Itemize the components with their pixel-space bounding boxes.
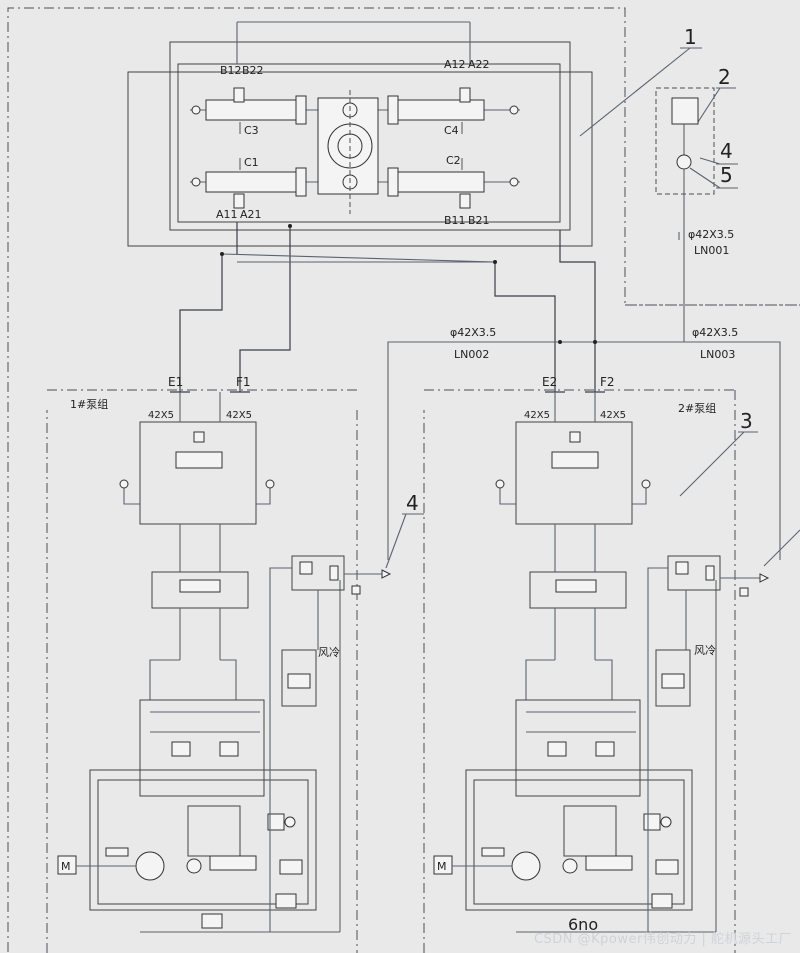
port-b22: B22 [242,64,264,77]
aircool2-label: 风冷 [694,644,716,657]
cooler-1: 风冷 [269,555,392,932]
callout-4-top: 4 [720,139,733,163]
motor1-label: M [61,860,71,873]
unit1-size-left: 42X5 [148,410,174,421]
ln003-label: LN003 [700,348,735,361]
port-a11: A11 [216,208,238,221]
callout-5: 5 [720,163,733,187]
ln003-size: φ42X3.5 [692,326,738,339]
pump-unit-1: M [57,392,341,933]
port-f2: F2 [600,375,615,389]
steering-gear-block [127,21,593,247]
port-c2: C2 [446,154,461,167]
pipe-routing [170,222,781,560]
port-e2: E2 [542,375,557,389]
upper-cylinder [190,87,520,125]
port-a22: A22 [468,58,490,71]
motor2-label: M [437,860,447,873]
port-labels: B12 B22 A12 A22 C3 C4 C1 C2 A11 A21 B11 … [216,58,490,227]
ln002-size: φ42X3.5 [450,326,496,339]
pipe-labels: φ42X3.5 LN001 φ42X3.5 LN002 φ42X3.5 LN00… [70,228,738,421]
port-c1: C1 [244,156,259,169]
ln002-label: LN002 [454,348,489,361]
pump2-label: 2#泵组 [678,401,716,415]
port-b12: B12 [220,64,242,77]
ln001-label: LN001 [694,244,729,257]
port-a12: A12 [444,58,466,71]
callout-2: 2 [718,65,731,89]
boundary-lines [7,7,800,953]
port-c4: C4 [444,124,459,137]
port-e1: E1 [168,375,183,389]
aircool1-label: 风冷 [318,646,340,659]
callout-3: 3 [740,409,753,433]
unit2-size-right: 42X5 [600,410,626,421]
cooler-2: 风冷 [647,555,770,932]
tiller [317,90,379,214]
unit2-size-left: 42X5 [524,410,550,421]
port-b21: B21 [468,214,490,227]
callouts: 1 2 4 5 3 4 [385,25,800,569]
unit1-size-right: 42X5 [226,410,252,421]
callout-1: 1 [684,25,697,49]
watermark: CSDN @Kpower伟创动力 | 舵机源头工厂 [533,932,792,947]
port-f1: F1 [236,375,251,389]
port-b11: B11 [444,214,466,227]
port-c3: C3 [244,124,259,137]
handwritten-mark: 6no [568,915,598,934]
ln001-size: φ42X3.5 [688,228,734,241]
pump-unit-2: M [433,392,717,933]
lower-cylinder [190,167,520,209]
pump1-label: 1#泵组 [70,397,108,411]
port-a21: A21 [240,208,262,221]
callout-4-mid: 4 [406,491,419,515]
expansion-tank [671,97,699,342]
